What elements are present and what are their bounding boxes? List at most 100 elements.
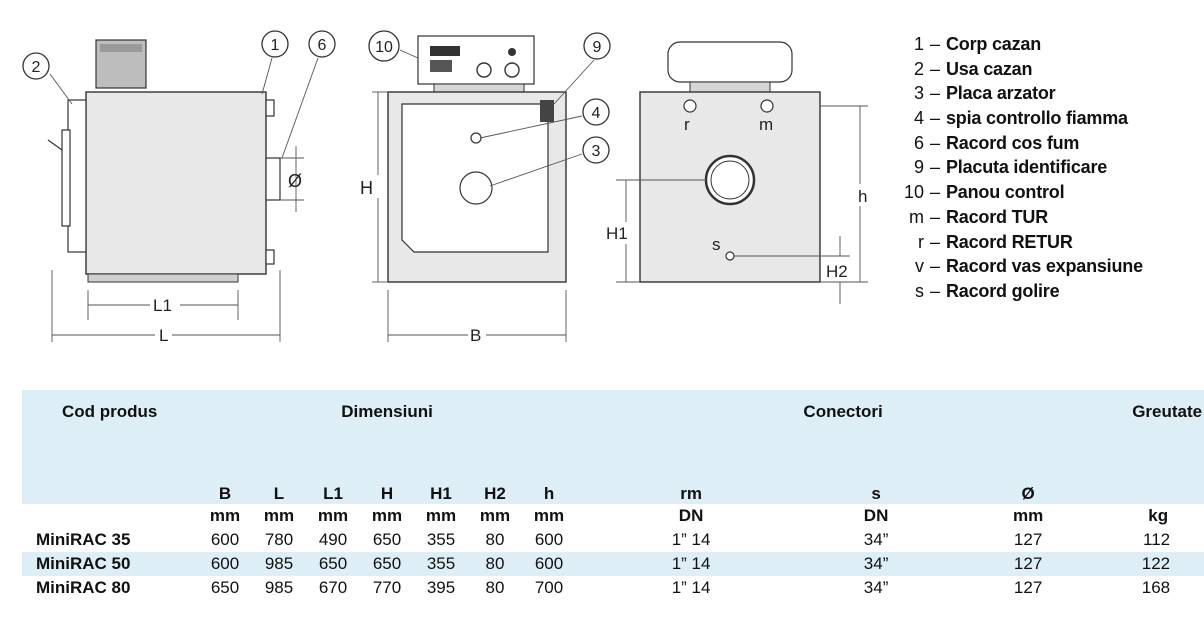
legend-code: s [915,280,924,301]
column-symbol: H2 [484,484,506,503]
legend-label: Placuta identificare [946,157,1108,178]
column-unit: mm [479,506,511,525]
table-cell: 34” [863,530,889,549]
legend-code: v [915,256,924,277]
column-unit: mm [263,506,295,525]
legend-item: v–Racord vas expansiune [886,254,1204,279]
product-code: MiniRAC 50 [22,552,198,576]
table-cell: 1” 14 [671,530,711,549]
dim-l1: L1 [153,296,172,315]
legend-code: 10 [903,182,924,203]
table-cell: 650 [360,552,414,576]
column-unit: DN [678,506,704,525]
column-unit: mm [1012,506,1044,525]
column-unit: mm [425,506,457,525]
svg-text:2: 2 [32,59,41,76]
table-cell: 670 [318,578,348,597]
table-cell: 490 [318,530,348,549]
legend-label: Panou control [946,182,1065,203]
table-cell: 395 [426,578,456,597]
legend-item: r–Racord RETUR [886,230,1204,255]
legend-dash: – [929,157,940,178]
front-view: H B 10 9 4 3 [360,30,611,345]
svg-text:6: 6 [318,37,327,54]
legend-label: spia controllo fiamma [946,108,1128,129]
group-dimensions: Dimensiuni [341,402,433,421]
svg-text:9: 9 [593,39,602,56]
table-cell: 700 [534,578,564,597]
boiler-body [85,91,267,275]
legend-label: Corp cazan [946,34,1042,54]
group-weight: Greutate [1132,402,1203,421]
dim-l: L [159,326,168,345]
dim-b: B [470,326,481,345]
column-symbol: Ø [1021,484,1035,503]
callout-6 [308,30,336,58]
column-unit: mm [209,506,241,525]
boiler-door [67,99,87,253]
table-cell: 127 [1013,578,1043,597]
boiler-technical-drawing: Ø L1 L 2 1 6 [22,30,868,345]
table-cell: 355 [426,530,456,549]
dim-h-front: H [360,178,373,198]
legend-item: 9–Placuta identificare [886,155,1204,180]
legend-label: Racord cos fum [946,132,1080,153]
table-cell: 600 [534,530,564,549]
column-symbol: H [380,484,394,503]
table-cell: 780 [264,530,294,549]
table-cell: 650 [306,552,360,576]
legend-item: 4–spia controllo fiamma [886,106,1204,131]
table-cell: 985 [264,578,294,597]
table-cell: 985 [252,552,306,576]
group-connectors: Conectori [803,402,883,421]
callout-2 [22,52,50,80]
table-cell: 34” [806,552,947,576]
dim-phi: Ø [288,171,302,191]
table-cell: 650 [372,530,402,549]
legend-dash: – [929,280,940,301]
column-symbol: B [218,484,232,503]
legend-label: Racord TUR [946,206,1049,227]
table-cell: 80 [468,552,522,576]
column-unit: kg [1148,506,1169,525]
legend-label: Racord vas expansiune [946,256,1143,277]
legend-code: 1 [913,34,924,54]
label-s: s [712,235,721,254]
legend-code: 9 [913,157,924,178]
legend-dash: – [929,206,940,227]
column-unit: mm [371,506,403,525]
legend-item: s–Racord golire [886,279,1204,304]
group-product: Cod produs [62,402,158,421]
legend-code: r [918,231,924,252]
label-r: r [684,115,690,134]
legend-code: 3 [913,83,924,104]
legend-item: 2–Usa cazan [886,57,1204,82]
label-m: m [759,115,773,134]
callout-3 [582,136,610,164]
legend-item: 6–Racord cos fum [886,131,1204,156]
table-cell: 600 [198,552,252,576]
table-cell: 600 [210,530,240,549]
legend-code: m [909,206,924,227]
legend-dash: – [929,108,940,129]
legend-dash: – [929,231,940,252]
callout-9 [583,32,611,60]
expansion-vessel [667,41,793,83]
table-cell: 1” 14 [576,552,807,576]
legend-label: Placa arzator [946,83,1056,104]
legend-item: 3–Placa arzator [886,81,1204,106]
table-cell: 127 [1013,530,1043,549]
legend-code: 6 [913,132,924,153]
column-symbol: h [543,484,555,503]
svg-text:1: 1 [271,37,280,54]
table-cell: 80 [485,530,505,549]
dim-h-rear: h [858,187,867,206]
svg-text:3: 3 [592,143,601,160]
table-cell: 122 [1110,552,1204,576]
column-unit: mm [533,506,565,525]
legend-item: 1–Corp cazan [886,32,1204,57]
